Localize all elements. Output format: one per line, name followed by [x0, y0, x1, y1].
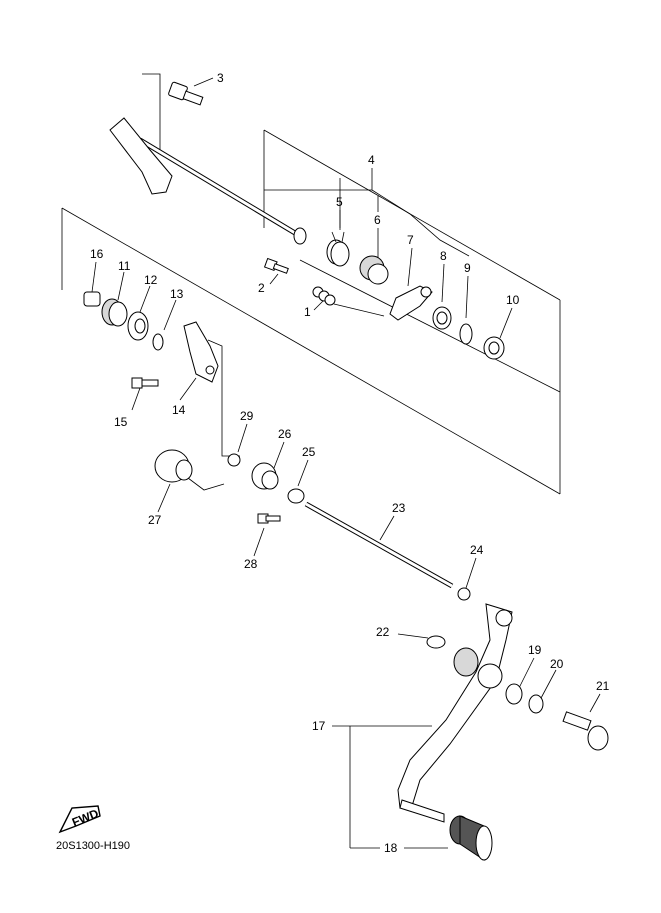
- callout-11: 11: [118, 259, 131, 273]
- callout-24: 24: [470, 543, 484, 557]
- shift-arm-14: [183, 321, 219, 383]
- bearing-16: [83, 291, 101, 307]
- callout-28: 28: [244, 557, 258, 571]
- callout-7: 7: [407, 233, 414, 247]
- parts: [58, 81, 609, 861]
- collar-11: [101, 298, 128, 327]
- callout-1: 1: [304, 305, 311, 319]
- bolt-3: [168, 81, 204, 106]
- washer-22: [426, 635, 446, 649]
- callout-26: 26: [278, 427, 292, 441]
- callout-23: 23: [392, 501, 406, 515]
- pedal-rubber-18: [449, 815, 493, 861]
- callout-16: 16: [90, 247, 104, 261]
- nut-29: [227, 453, 241, 467]
- callout-29: 29: [240, 409, 254, 423]
- boot-27: [154, 449, 193, 483]
- rod-23: [304, 501, 454, 589]
- callout-12: 12: [144, 273, 158, 287]
- callout-21: 21: [596, 679, 610, 693]
- washer-25: [287, 488, 305, 504]
- spring-5: [326, 231, 350, 267]
- washer-19: [505, 683, 523, 705]
- callout-22: 22: [376, 625, 390, 639]
- washer-24: [457, 587, 471, 601]
- callout-14: 14: [172, 403, 186, 417]
- callout-9: 9: [464, 261, 471, 275]
- spring-1: [312, 286, 336, 306]
- lever-7: [389, 285, 433, 321]
- bolt-21: [562, 711, 609, 751]
- callout-20: 20: [550, 657, 564, 671]
- callout-25: 25: [302, 445, 316, 459]
- circlip-9: [459, 323, 473, 345]
- callout-2: 2: [258, 281, 265, 295]
- callout-13: 13: [170, 287, 184, 301]
- shift-shaft: [109, 117, 307, 245]
- leader-lines: [61, 73, 601, 849]
- bolt-2: [263, 257, 289, 274]
- callout-8: 8: [440, 249, 447, 263]
- callout-3: 3: [217, 71, 224, 85]
- callout-17: 17: [312, 719, 326, 733]
- callout-6: 6: [374, 213, 381, 227]
- callout-27: 27: [148, 513, 162, 527]
- diagram-code: 20S1300-H190: [56, 840, 131, 852]
- callout-18: 18: [384, 841, 398, 855]
- callout-5: 5: [336, 195, 343, 209]
- collar-6: [359, 255, 389, 285]
- circlip-20: [528, 694, 544, 714]
- bolt-28: [257, 513, 281, 524]
- bolt-15: [131, 377, 159, 389]
- joint-26: [251, 462, 279, 490]
- callout-10: 10: [506, 293, 520, 307]
- callout-19: 19: [528, 643, 542, 657]
- callout-4: 4: [368, 153, 375, 167]
- shift-pedal-17: [397, 603, 513, 823]
- callout-15: 15: [114, 415, 128, 429]
- fwd-arrow-icon: [58, 805, 101, 834]
- circlip-13: [152, 333, 164, 351]
